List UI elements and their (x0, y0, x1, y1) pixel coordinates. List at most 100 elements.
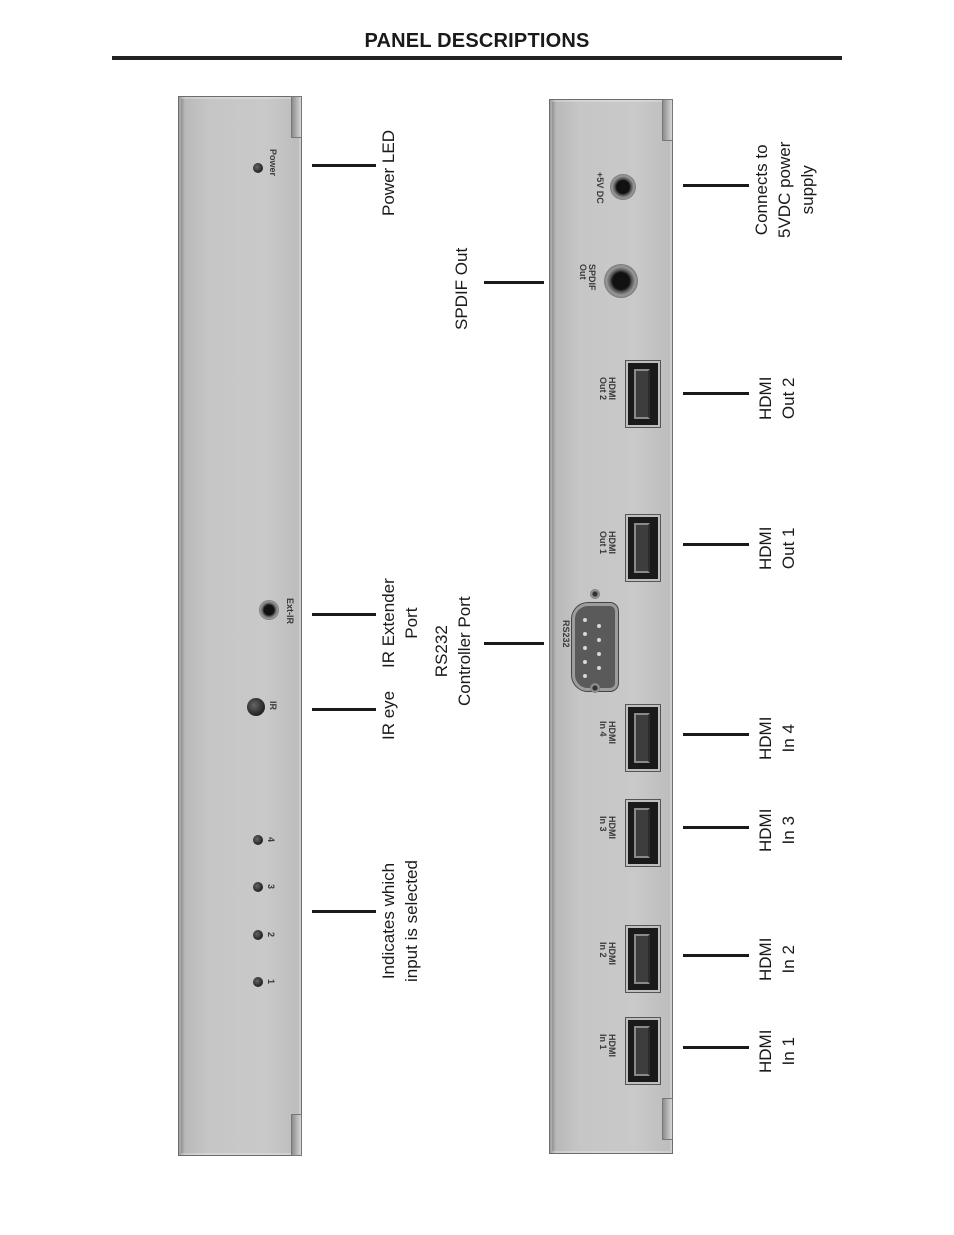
hdmi-port-label-l1: HDMI (607, 721, 617, 744)
callout-line: In 1 (779, 1037, 798, 1066)
power-led-label: Power (268, 149, 278, 177)
ir-label: IR (268, 701, 278, 710)
callout-line: HDMI (756, 808, 775, 852)
callout-hdmi-in-1: HDMI In 1 (754, 1030, 800, 1073)
rs232-label: RS232 (561, 620, 571, 648)
hdmi-in-2-port-icon (625, 925, 661, 993)
callout-line: HDMI (756, 526, 775, 570)
spdif-label: SPDIF Out (578, 264, 597, 291)
dc-label: +5V DC (595, 172, 605, 204)
callout-spdif-out: SPDIF Out (452, 247, 471, 330)
leader-line (312, 910, 376, 913)
hdmi-port-label-l1: HDMI (607, 377, 617, 400)
callout-ir-extender: IR Extender Port (377, 578, 423, 668)
hdmi-port-label-l1: HDMI (607, 1034, 617, 1057)
input-led-3-icon (253, 882, 263, 892)
leader-line (683, 392, 749, 395)
callout-line: Out 2 (779, 377, 798, 420)
callout-line: RS232 (432, 625, 451, 678)
hdmi-in-3-port-icon (625, 799, 661, 867)
leader-line (484, 642, 544, 645)
dc-power-jack-icon (610, 174, 636, 200)
leader-line (683, 1046, 749, 1049)
hdmi-in-3-label: HDMI In 3 (598, 816, 617, 839)
hdmi-in-4-label: HDMI In 4 (598, 721, 617, 744)
hdmi-port-label-l2: In 1 (598, 1034, 608, 1050)
leader-line (683, 733, 749, 736)
input-led-3-label: 3 (266, 884, 276, 890)
hdmi-port-label-l2: Out 2 (598, 377, 608, 401)
title-rule (112, 56, 842, 60)
leader-line (484, 281, 544, 284)
callout-line: In 2 (779, 945, 798, 974)
leader-line (312, 164, 376, 167)
ir-eye-icon (247, 698, 265, 716)
spdif-label-l1: SPDIF (587, 264, 597, 291)
callout-line: supply (798, 165, 817, 215)
callout-hdmi-out-2: HDMI Out 2 (754, 377, 800, 420)
hdmi-out-1-port-icon (625, 514, 661, 582)
front-panel-image: Power Ext-IR IR 4 3 2 1 (178, 96, 302, 1156)
input-led-2-icon (253, 930, 263, 940)
callout-line: HDMI (756, 1029, 775, 1073)
callout-input-selected: Indicates which input is selected (377, 860, 423, 982)
leader-line (312, 613, 376, 616)
hdmi-port-label-l2: In 3 (598, 816, 608, 832)
callout-line: input is selected (402, 860, 421, 982)
callout-hdmi-in-3: HDMI In 3 (754, 809, 800, 852)
spdif-jack-icon (604, 264, 638, 298)
hdmi-out-2-port-icon (625, 360, 661, 428)
hdmi-port-label-l1: HDMI (607, 531, 617, 554)
page-title: PANEL DESCRIPTIONS (364, 30, 590, 52)
callout-line: HDMI (756, 376, 775, 420)
leader-line (683, 543, 749, 546)
rs232-port-icon (572, 603, 618, 691)
input-led-1-label: 1 (266, 979, 276, 985)
callout-line: HDMI (756, 716, 775, 760)
callout-line: Connects to (752, 144, 771, 236)
panel-end-cap (291, 1114, 302, 1156)
input-led-1-icon (253, 977, 263, 987)
rs232-screw-icon (590, 589, 600, 599)
input-led-4-icon (253, 835, 263, 845)
leader-line (683, 954, 749, 957)
hdmi-in-2-label: HDMI In 2 (598, 942, 617, 965)
input-led-4-label: 4 (266, 837, 276, 843)
callout-line: In 4 (779, 724, 798, 753)
hdmi-in-1-port-icon (625, 1017, 661, 1085)
hdmi-out-2-label: HDMI Out 2 (598, 377, 617, 401)
leader-line (683, 826, 749, 829)
ext-ir-jack-icon (259, 600, 279, 620)
callout-power-led: Power LED (379, 130, 398, 216)
hdmi-in-1-label: HDMI In 1 (598, 1034, 617, 1057)
leader-line (683, 184, 749, 187)
callout-line: IR Extender (379, 578, 398, 668)
hdmi-port-label-l2: In 4 (598, 721, 608, 737)
ext-ir-label: Ext-IR (285, 598, 295, 625)
hdmi-port-label-l1: HDMI (607, 942, 617, 965)
rear-panel-image: +5V DC SPDIF Out HDMI Out 2 HDMI Out 1 R… (549, 99, 673, 1154)
callout-rs232: RS232 Controller Port (430, 596, 476, 706)
callout-line: Indicates which (379, 862, 398, 980)
rs232-screw-icon (590, 683, 600, 693)
spdif-label-l2: Out (578, 264, 588, 280)
hdmi-in-4-port-icon (625, 704, 661, 772)
hdmi-port-label-l2: Out 1 (598, 531, 608, 555)
callout-line: 5VDC power (775, 141, 794, 238)
callout-power-supply: Connects to 5VDC power supply (750, 142, 819, 238)
panel-end-cap (662, 1098, 673, 1140)
callout-line: Port (402, 607, 421, 639)
hdmi-out-1-label: HDMI Out 1 (598, 531, 617, 555)
panel-end-cap (291, 96, 302, 138)
callout-line: HDMI (756, 937, 775, 981)
power-led-icon (253, 163, 263, 173)
panel-end-cap (662, 99, 673, 141)
callout-ir-eye: IR eye (379, 690, 398, 740)
hdmi-port-label-l2: In 2 (598, 942, 608, 958)
callout-hdmi-in-4: HDMI In 4 (754, 717, 800, 760)
input-led-2-label: 2 (266, 932, 276, 938)
callout-line: In 3 (779, 816, 798, 845)
callout-hdmi-in-2: HDMI In 2 (754, 938, 800, 981)
callout-hdmi-out-1: HDMI Out 1 (754, 527, 800, 570)
callout-line: Out 1 (779, 527, 798, 570)
